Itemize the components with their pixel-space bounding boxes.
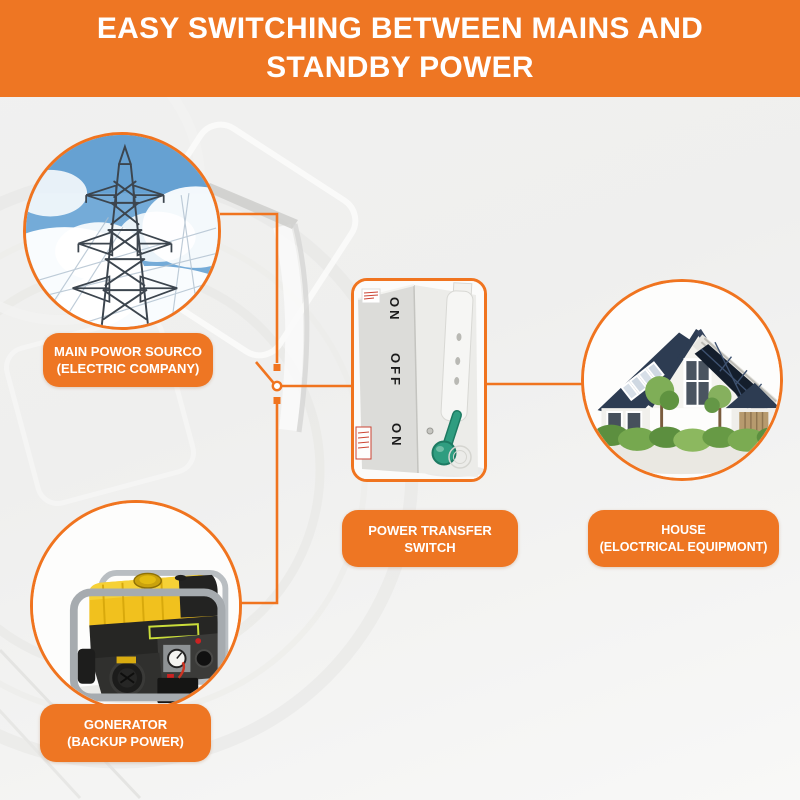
switch-blade	[255, 361, 276, 385]
switch-lever-knob	[431, 440, 457, 466]
switch-pivot	[271, 380, 283, 392]
main-power-label-line2: (ELECTRIC COMPANY)	[56, 361, 200, 376]
page-title-line2: STANDBY POWER	[266, 51, 534, 84]
generator-label-line2: (BACKUP POWER)	[67, 734, 184, 749]
warning-sticker-top	[361, 288, 381, 304]
solar-house-illustration	[584, 282, 780, 478]
transfer-switch-illustration: ON OFF ON	[354, 281, 484, 479]
house-photo	[581, 279, 783, 481]
transfer-switch-photo: ON OFF ON	[351, 278, 487, 482]
house-label-line2: (ELOCTRICAL EQUIPMONT)	[599, 539, 768, 554]
wire-generator-to-switch	[241, 404, 279, 605]
generator-label: GONERATOR (BACKUP POWER)	[40, 704, 211, 762]
switch-marking-middle: OFF	[388, 353, 403, 388]
main-power-label-line1: MAIN POWOR SOURCO	[53, 344, 203, 359]
transfer-switch-label: POWER TRANSFER SWITCH	[342, 510, 518, 567]
generator-label-line1: GONERATOR	[83, 717, 168, 732]
page-title-line1: EASY SWITCHING BETWEEN MAINS AND	[96, 12, 704, 45]
header-banner: EASY SWITCHING BETWEEN MAINS AND STANDBY…	[0, 0, 800, 97]
transfer-switch-label-line2: SWITCH	[404, 539, 456, 555]
main-power-label: MAIN POWOR SOURCO (ELECTRIC COMPANY)	[43, 333, 213, 387]
house-label: HOUSE (ELOCTRICAL EQUIPMONT)	[588, 510, 779, 567]
switch-marking-top: ON	[387, 297, 402, 323]
generator-photo	[30, 500, 242, 712]
switch-marking-bottom: ON	[389, 423, 404, 449]
certification-stamp	[448, 445, 472, 469]
transmission-tower-illustration	[26, 135, 218, 327]
transfer-switch-label-line1: POWER TRANSFER	[368, 522, 492, 538]
wire-mains-to-switch	[220, 212, 279, 363]
portable-generator-illustration	[33, 503, 239, 709]
house-label-line1: HOUSE	[661, 522, 706, 537]
switch-contact-bottom	[273, 397, 281, 404]
main-power-photo	[23, 132, 221, 330]
warning-sticker-bottom	[355, 426, 372, 460]
switch-contact-top	[273, 364, 281, 371]
